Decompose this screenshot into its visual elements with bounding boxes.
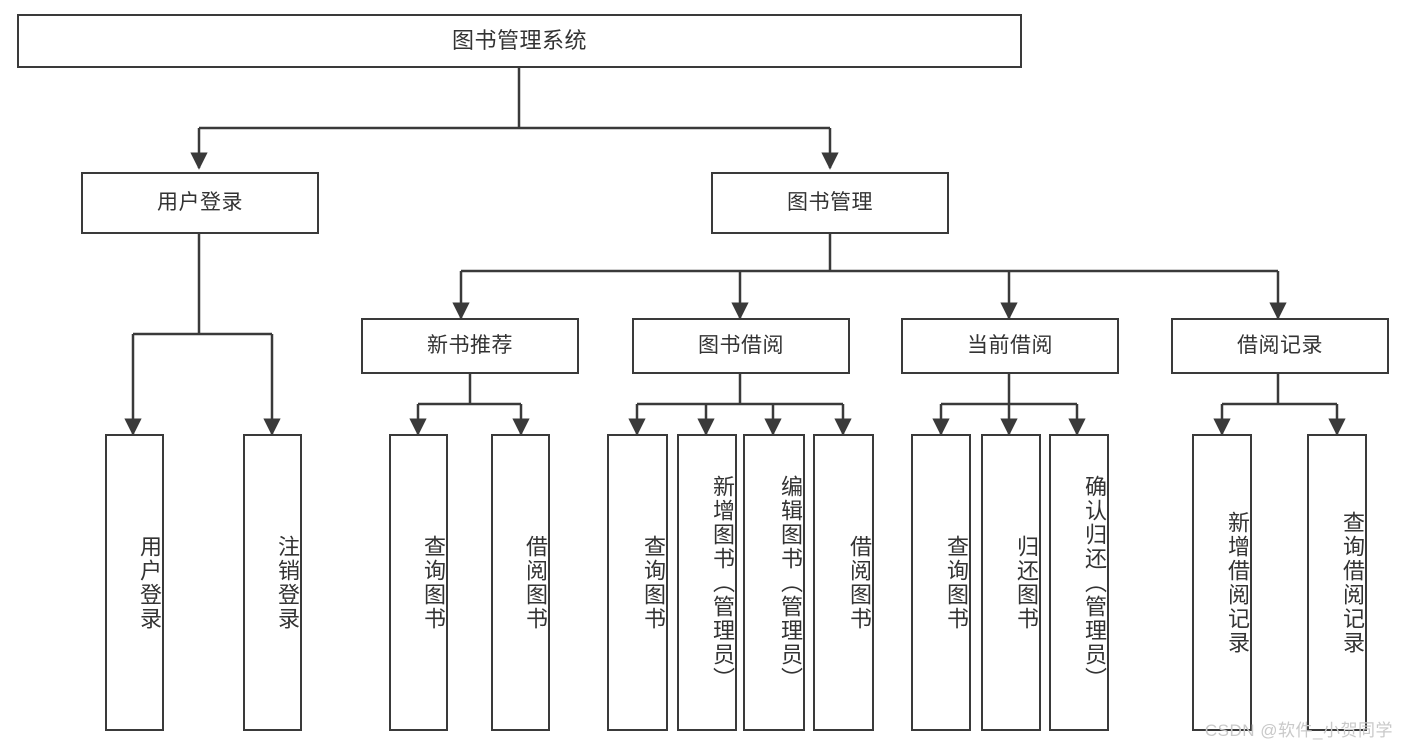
node-user-login-label: 用户登录 — [157, 190, 243, 214]
node-current-borrow-label: 当前借阅 — [967, 333, 1053, 357]
watermark: CSDN @软件_小贺同学 — [1204, 721, 1393, 740]
node-borrow-records[interactable]: 借阅记录 — [1171, 318, 1389, 374]
leaf-confirm-return-admin[interactable]: 确认归还（管理员） — [1049, 434, 1109, 731]
leaf-add-book-admin-label: 新增图书（管理员） — [710, 474, 735, 691]
leaf-borrow-books[interactable]: 借阅图书 — [813, 434, 874, 731]
node-current-borrow[interactable]: 当前借阅 — [901, 318, 1119, 374]
leaf-newbook-borrow-books-label: 借阅图书 — [523, 534, 548, 631]
leaf-user-login[interactable]: 用户登录 — [105, 434, 164, 731]
node-root-label: 图书管理系统 — [451, 28, 587, 54]
leaf-current-query-books-label: 查询图书 — [944, 534, 969, 631]
leaf-query-borrow-record-label: 查询借阅记录 — [1340, 510, 1365, 655]
leaf-newbook-query-books-label: 查询图书 — [421, 534, 446, 631]
leaf-query-borrow-record[interactable]: 查询借阅记录 — [1307, 434, 1367, 731]
leaf-newbook-borrow-books[interactable]: 借阅图书 — [491, 434, 550, 731]
node-user-login[interactable]: 用户登录 — [81, 172, 319, 234]
leaf-newbook-query-books[interactable]: 查询图书 — [389, 434, 448, 731]
leaf-return-books[interactable]: 归还图书 — [981, 434, 1041, 731]
leaf-add-book-admin[interactable]: 新增图书（管理员） — [677, 434, 737, 731]
leaf-borrow-query-books-label: 查询图书 — [641, 534, 666, 631]
node-root[interactable]: 图书管理系统 — [17, 14, 1022, 68]
leaf-edit-book-admin[interactable]: 编辑图书（管理员） — [743, 434, 805, 731]
leaf-borrow-query-books[interactable]: 查询图书 — [607, 434, 668, 731]
leaf-add-borrow-record[interactable]: 新增借阅记录 — [1192, 434, 1252, 731]
leaf-edit-book-admin-label: 编辑图书（管理员） — [778, 474, 803, 691]
node-book-management-label: 图书管理 — [787, 190, 873, 214]
node-book-borrow-label: 图书借阅 — [698, 333, 784, 357]
leaf-user-login-label: 用户登录 — [137, 534, 162, 631]
leaf-current-query-books[interactable]: 查询图书 — [911, 434, 971, 731]
leaf-confirm-return-admin-label: 确认归还（管理员） — [1082, 474, 1107, 691]
leaf-return-books-label: 归还图书 — [1014, 534, 1039, 631]
node-book-borrow[interactable]: 图书借阅 — [632, 318, 850, 374]
leaf-logout-label: 注销登录 — [275, 534, 300, 631]
leaf-add-borrow-record-label: 新增借阅记录 — [1225, 510, 1250, 655]
leaf-logout[interactable]: 注销登录 — [243, 434, 302, 731]
node-borrow-records-label: 借阅记录 — [1237, 333, 1323, 357]
leaf-borrow-books-label: 借阅图书 — [847, 534, 872, 631]
node-new-book-recommend[interactable]: 新书推荐 — [361, 318, 579, 374]
node-book-management[interactable]: 图书管理 — [711, 172, 949, 234]
node-new-book-recommend-label: 新书推荐 — [427, 333, 513, 357]
